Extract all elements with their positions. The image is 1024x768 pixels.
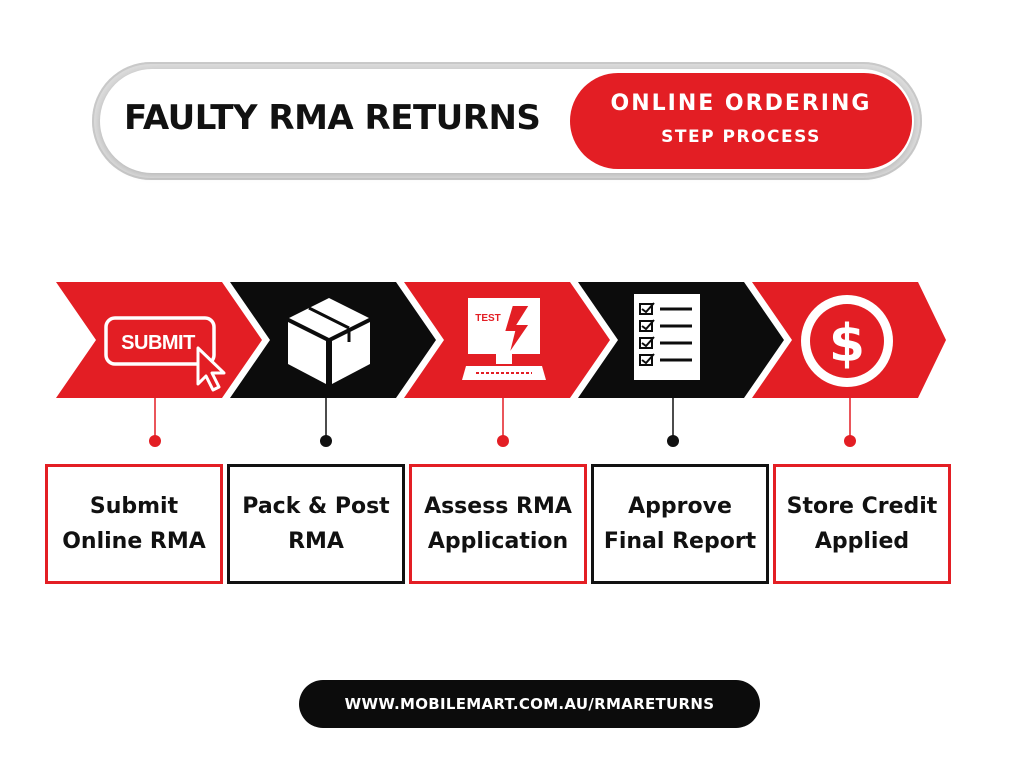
badge-subtitle: STEP PROCESS	[661, 127, 821, 147]
step-label-line2: Application	[427, 529, 569, 554]
chevron-step-3	[404, 282, 610, 398]
connector-step-4	[667, 398, 679, 447]
step-label-line1: Pack & Post	[242, 494, 390, 519]
submit-cursor-icon: SUBMIT	[104, 316, 226, 392]
step-label-line1: Store Credit	[786, 494, 938, 519]
step-box-pack-post: Pack & Post RMA	[227, 464, 405, 584]
step-label-line2: Online RMA	[62, 529, 206, 554]
step-box-assess: Assess RMA Application	[409, 464, 587, 584]
chevron-step-5	[752, 282, 946, 398]
step-box-approve: Approve Final Report	[591, 464, 769, 584]
step-label: Pack & Post RMA	[238, 489, 393, 559]
step-label-line1: Submit	[89, 494, 179, 519]
dollar-coin-icon: $	[801, 295, 893, 387]
dollar-icon-text: $	[829, 314, 865, 374]
step-label-line2: Applied	[814, 529, 910, 554]
badge-title: ONLINE ORDERING	[610, 91, 872, 116]
chevron-step-2	[230, 282, 436, 398]
submit-icon-text: SUBMIT	[121, 332, 195, 354]
header-badge: ONLINE ORDERING STEP PROCESS	[570, 73, 912, 169]
step-label: Store Credit Applied	[783, 489, 942, 559]
step-label-line1: Approve	[628, 494, 732, 519]
step-label: Submit Online RMA	[58, 489, 210, 559]
step-label-line1: Assess RMA	[424, 494, 572, 519]
website-url[interactable]: WWW.MOBILEMART.COM.AU/RMARETURNS	[344, 695, 715, 713]
chevron-step-1	[56, 282, 262, 398]
connector-step-3	[497, 398, 509, 447]
test-computer-icon: TEST	[462, 298, 546, 380]
box-icon	[288, 298, 370, 384]
connector-step-2	[320, 398, 332, 447]
step-label: Assess RMA Application	[420, 489, 576, 559]
step-box-submit: Submit Online RMA	[45, 464, 223, 584]
chevron-step-4	[578, 282, 784, 398]
checklist-icon	[634, 294, 700, 380]
connector-step-1	[149, 398, 161, 447]
step-box-store-credit: Store Credit Applied	[773, 464, 951, 584]
test-icon-text: TEST	[475, 313, 501, 324]
connector-step-5	[844, 398, 856, 447]
step-label: Approve Final Report	[600, 489, 760, 559]
step-label-line2: Final Report	[603, 529, 757, 554]
website-url-pill[interactable]: WWW.MOBILEMART.COM.AU/RMARETURNS	[299, 680, 760, 728]
step-label-line2: RMA	[288, 529, 344, 554]
page-title: FAULTY RMA RETURNS	[124, 98, 541, 138]
